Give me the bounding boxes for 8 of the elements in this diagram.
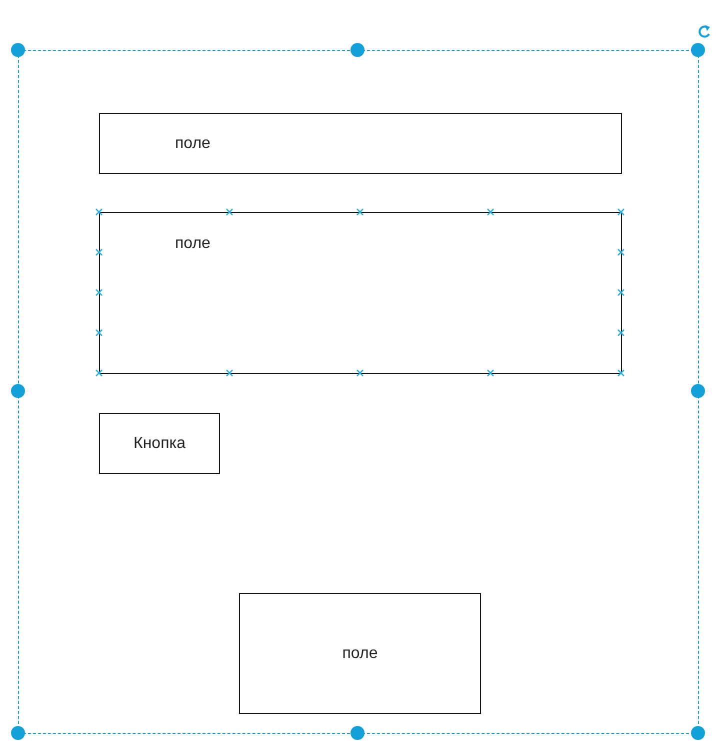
text-area (99, 212, 622, 374)
button (99, 413, 220, 474)
input-field (99, 113, 622, 174)
field-label: поле (342, 644, 378, 662)
field-label: Кнопка (134, 434, 186, 452)
field-label: поле (175, 235, 210, 253)
display-box (239, 593, 481, 714)
field-label: поле (175, 134, 210, 152)
